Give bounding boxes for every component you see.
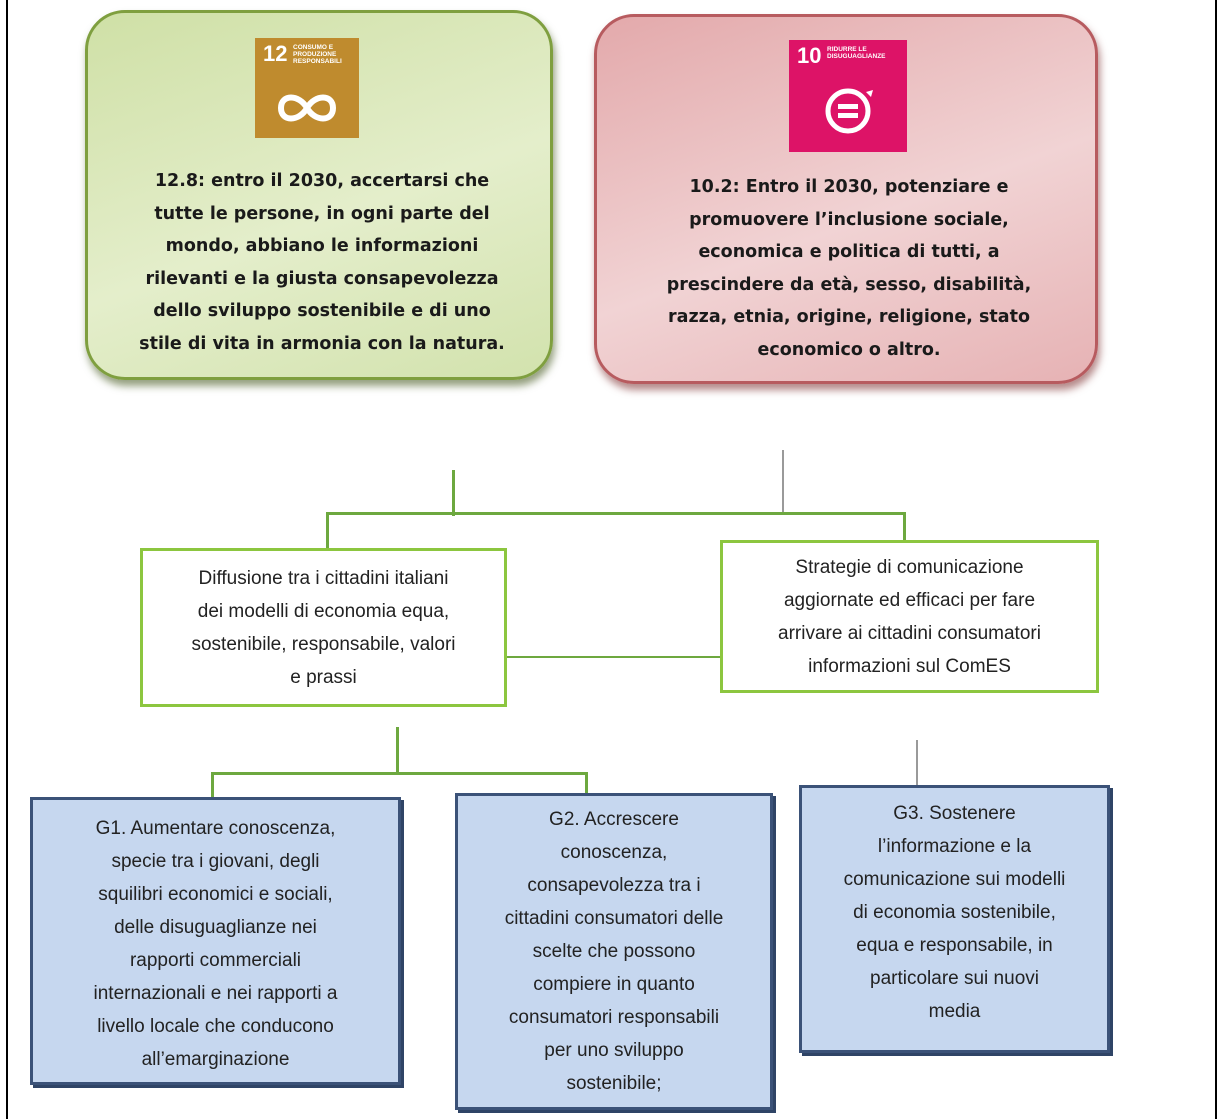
text-line: razza, etnia, origine, religione, stato <box>668 307 1030 327</box>
text-line: sostenibile; <box>566 1073 662 1094</box>
text-line: rilevanti e la giusta consapevolezza <box>145 268 499 289</box>
connector-line <box>507 656 722 658</box>
connector-line <box>452 470 455 516</box>
strategy-box-strategie: Strategie di comunicazione aggiornate ed… <box>720 540 1099 693</box>
connector-line <box>396 727 399 773</box>
sdg12-card: 12 Consumo e produzione responsabili 12.… <box>85 10 553 380</box>
sdg12-badge-title: Consumo e produzione responsabili <box>293 44 342 65</box>
connector-line <box>211 772 588 775</box>
text-line: 10.2: Entro il 2030, potenziare e <box>689 177 1009 197</box>
text-line: internazionali e nei rapporti a <box>93 983 338 1004</box>
connector-line <box>326 512 906 515</box>
text-line: consumatori responsabili <box>508 1007 720 1028</box>
text-line: comunicazione sui modelli <box>843 869 1066 890</box>
objective-box-g1: G1. Aumentare conoscenza, specie tra i g… <box>30 797 401 1085</box>
text-line: compiere in quanto <box>533 974 695 995</box>
text-line: media <box>928 1001 981 1022</box>
text-line: l’informazione e la <box>877 836 1032 857</box>
text-line: conoscenza, <box>560 842 668 863</box>
text-line: consapevolezza tra i <box>527 875 701 896</box>
text-line: arrivare ai cittadini consumatori <box>778 623 1041 644</box>
text-line: sostenibile, responsabile, valori <box>191 634 456 655</box>
objective-box-g3: G3. Sostenere l’informazione e la comuni… <box>799 785 1110 1053</box>
connector-line <box>326 512 329 550</box>
infinity-icon <box>277 94 337 122</box>
text-line: informazioni sul ComES <box>808 656 1011 677</box>
text-line: G1. Aumentare conoscenza, <box>95 818 336 839</box>
text-line: Strategie di comunicazione <box>795 557 1024 578</box>
text-line: tutte le persone, in ogni parte del <box>154 203 490 224</box>
text-line: rapporti commerciali <box>129 950 302 971</box>
text-line: promuovere l’inclusione sociale, <box>689 209 1009 230</box>
text-line: livello locale che conducono <box>97 1016 334 1037</box>
objective-box-g2: G2. Accrescere conoscenza, consapevolezz… <box>455 793 773 1110</box>
sdg10-card: 10 Ridurre le disuguaglianze 10.2: Entro… <box>594 14 1098 384</box>
connector-line <box>782 450 784 512</box>
equality-circle-icon <box>825 88 873 134</box>
text-line: equa e responsabile, in <box>856 935 1053 956</box>
sdg10-badge-number: 10 <box>797 43 822 68</box>
strategy-box-diffusione: Diffusione tra i cittadini italiani dei … <box>140 548 507 707</box>
text-line: per uno sviluppo <box>544 1040 684 1061</box>
sdg10-badge: 10 Ridurre le disuguaglianze <box>789 40 907 152</box>
text-line: all’emarginazione <box>141 1049 290 1070</box>
text-line: aggiornate ed efficaci per fare <box>783 590 1036 611</box>
text-line: dei modelli di economia equa, <box>197 601 450 622</box>
sdg12-badge-number: 12 <box>263 41 288 66</box>
text-line: cittadini consumatori delle <box>504 908 724 929</box>
connector-line <box>916 740 918 786</box>
frame-left-border <box>6 0 8 1119</box>
text-line: scelte che possono <box>532 941 696 962</box>
text-line: dello sviluppo sostenibile e di uno <box>153 301 491 321</box>
text-line: economico o altro. <box>757 339 941 360</box>
text-line: squilibri economici e sociali, <box>98 884 333 905</box>
sdg10-badge-title: Ridurre le disuguaglianze <box>827 46 886 60</box>
text-line: Diffusione tra i cittadini italiani <box>198 568 449 589</box>
text-line: prescindere da età, sesso, disabilità, <box>666 274 1032 295</box>
text-line: G2. Accrescere <box>549 809 679 830</box>
text-line: 12.8: entro il 2030, accertarsi che <box>154 171 490 191</box>
frame-right-border <box>1215 0 1217 1119</box>
text-line: economica e politica di tutti, a <box>698 242 1000 262</box>
sdg12-badge: 12 Consumo e produzione responsabili <box>255 38 359 138</box>
text-line: G3. Sostenere <box>893 803 1016 824</box>
sdg10-target-text: 10.2: Entro il 2030, potenziare e promuo… <box>637 171 1061 366</box>
text-line: e prassi <box>290 667 357 688</box>
text-line: particolare sui nuovi <box>870 968 1039 989</box>
text-line: mondo, abbiano le informazioni <box>165 236 479 256</box>
text-line: specie tra i giovani, degli <box>111 851 320 872</box>
text-line: di economia sostenibile, <box>853 902 1056 923</box>
sdg12-target-text: 12.8: entro il 2030, accertarsi che tutt… <box>118 165 526 360</box>
text-line: delle disuguaglianze nei <box>114 917 317 938</box>
text-line: stile di vita in armonia con la natura. <box>139 333 505 354</box>
